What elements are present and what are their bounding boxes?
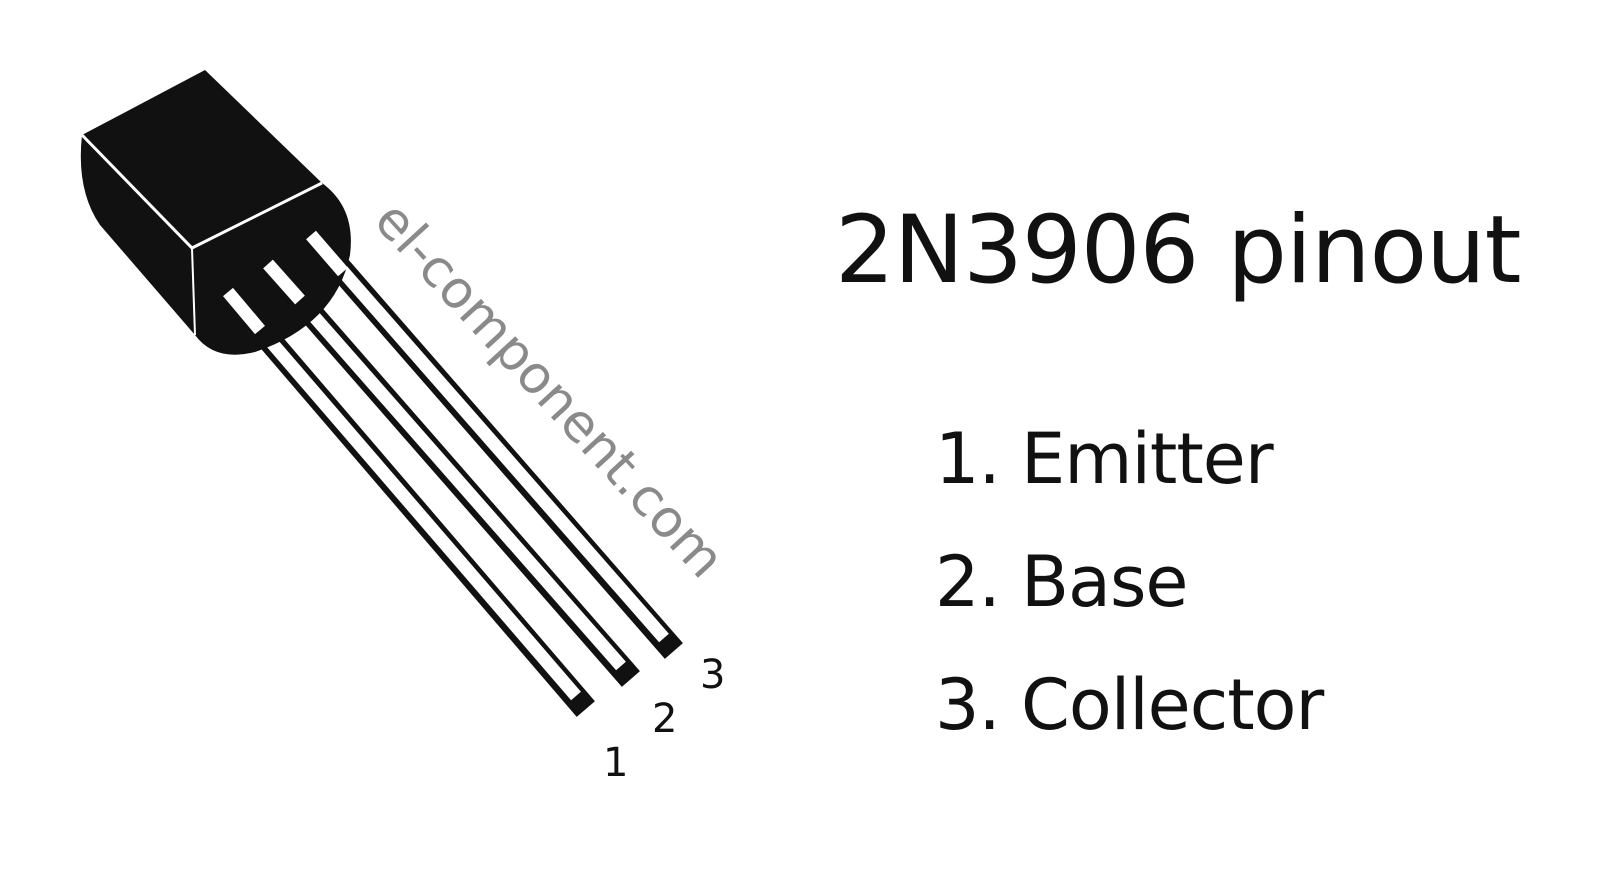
pin-label-base: 2. Base	[935, 541, 1188, 623]
lead-3	[301, 226, 683, 659]
pin-label-collector: 3. Collector	[935, 664, 1324, 746]
lead-1	[218, 283, 595, 717]
lead-number-1: 1	[603, 740, 628, 786]
transistor-body	[80, 70, 351, 355]
lead-2	[258, 255, 640, 687]
lead-number-3: 3	[700, 652, 725, 698]
lead-number-2: 2	[652, 696, 677, 742]
diagram-title: 2N3906 pinout	[835, 196, 1522, 305]
pin-label-emitter: 1. Emitter	[935, 418, 1274, 500]
